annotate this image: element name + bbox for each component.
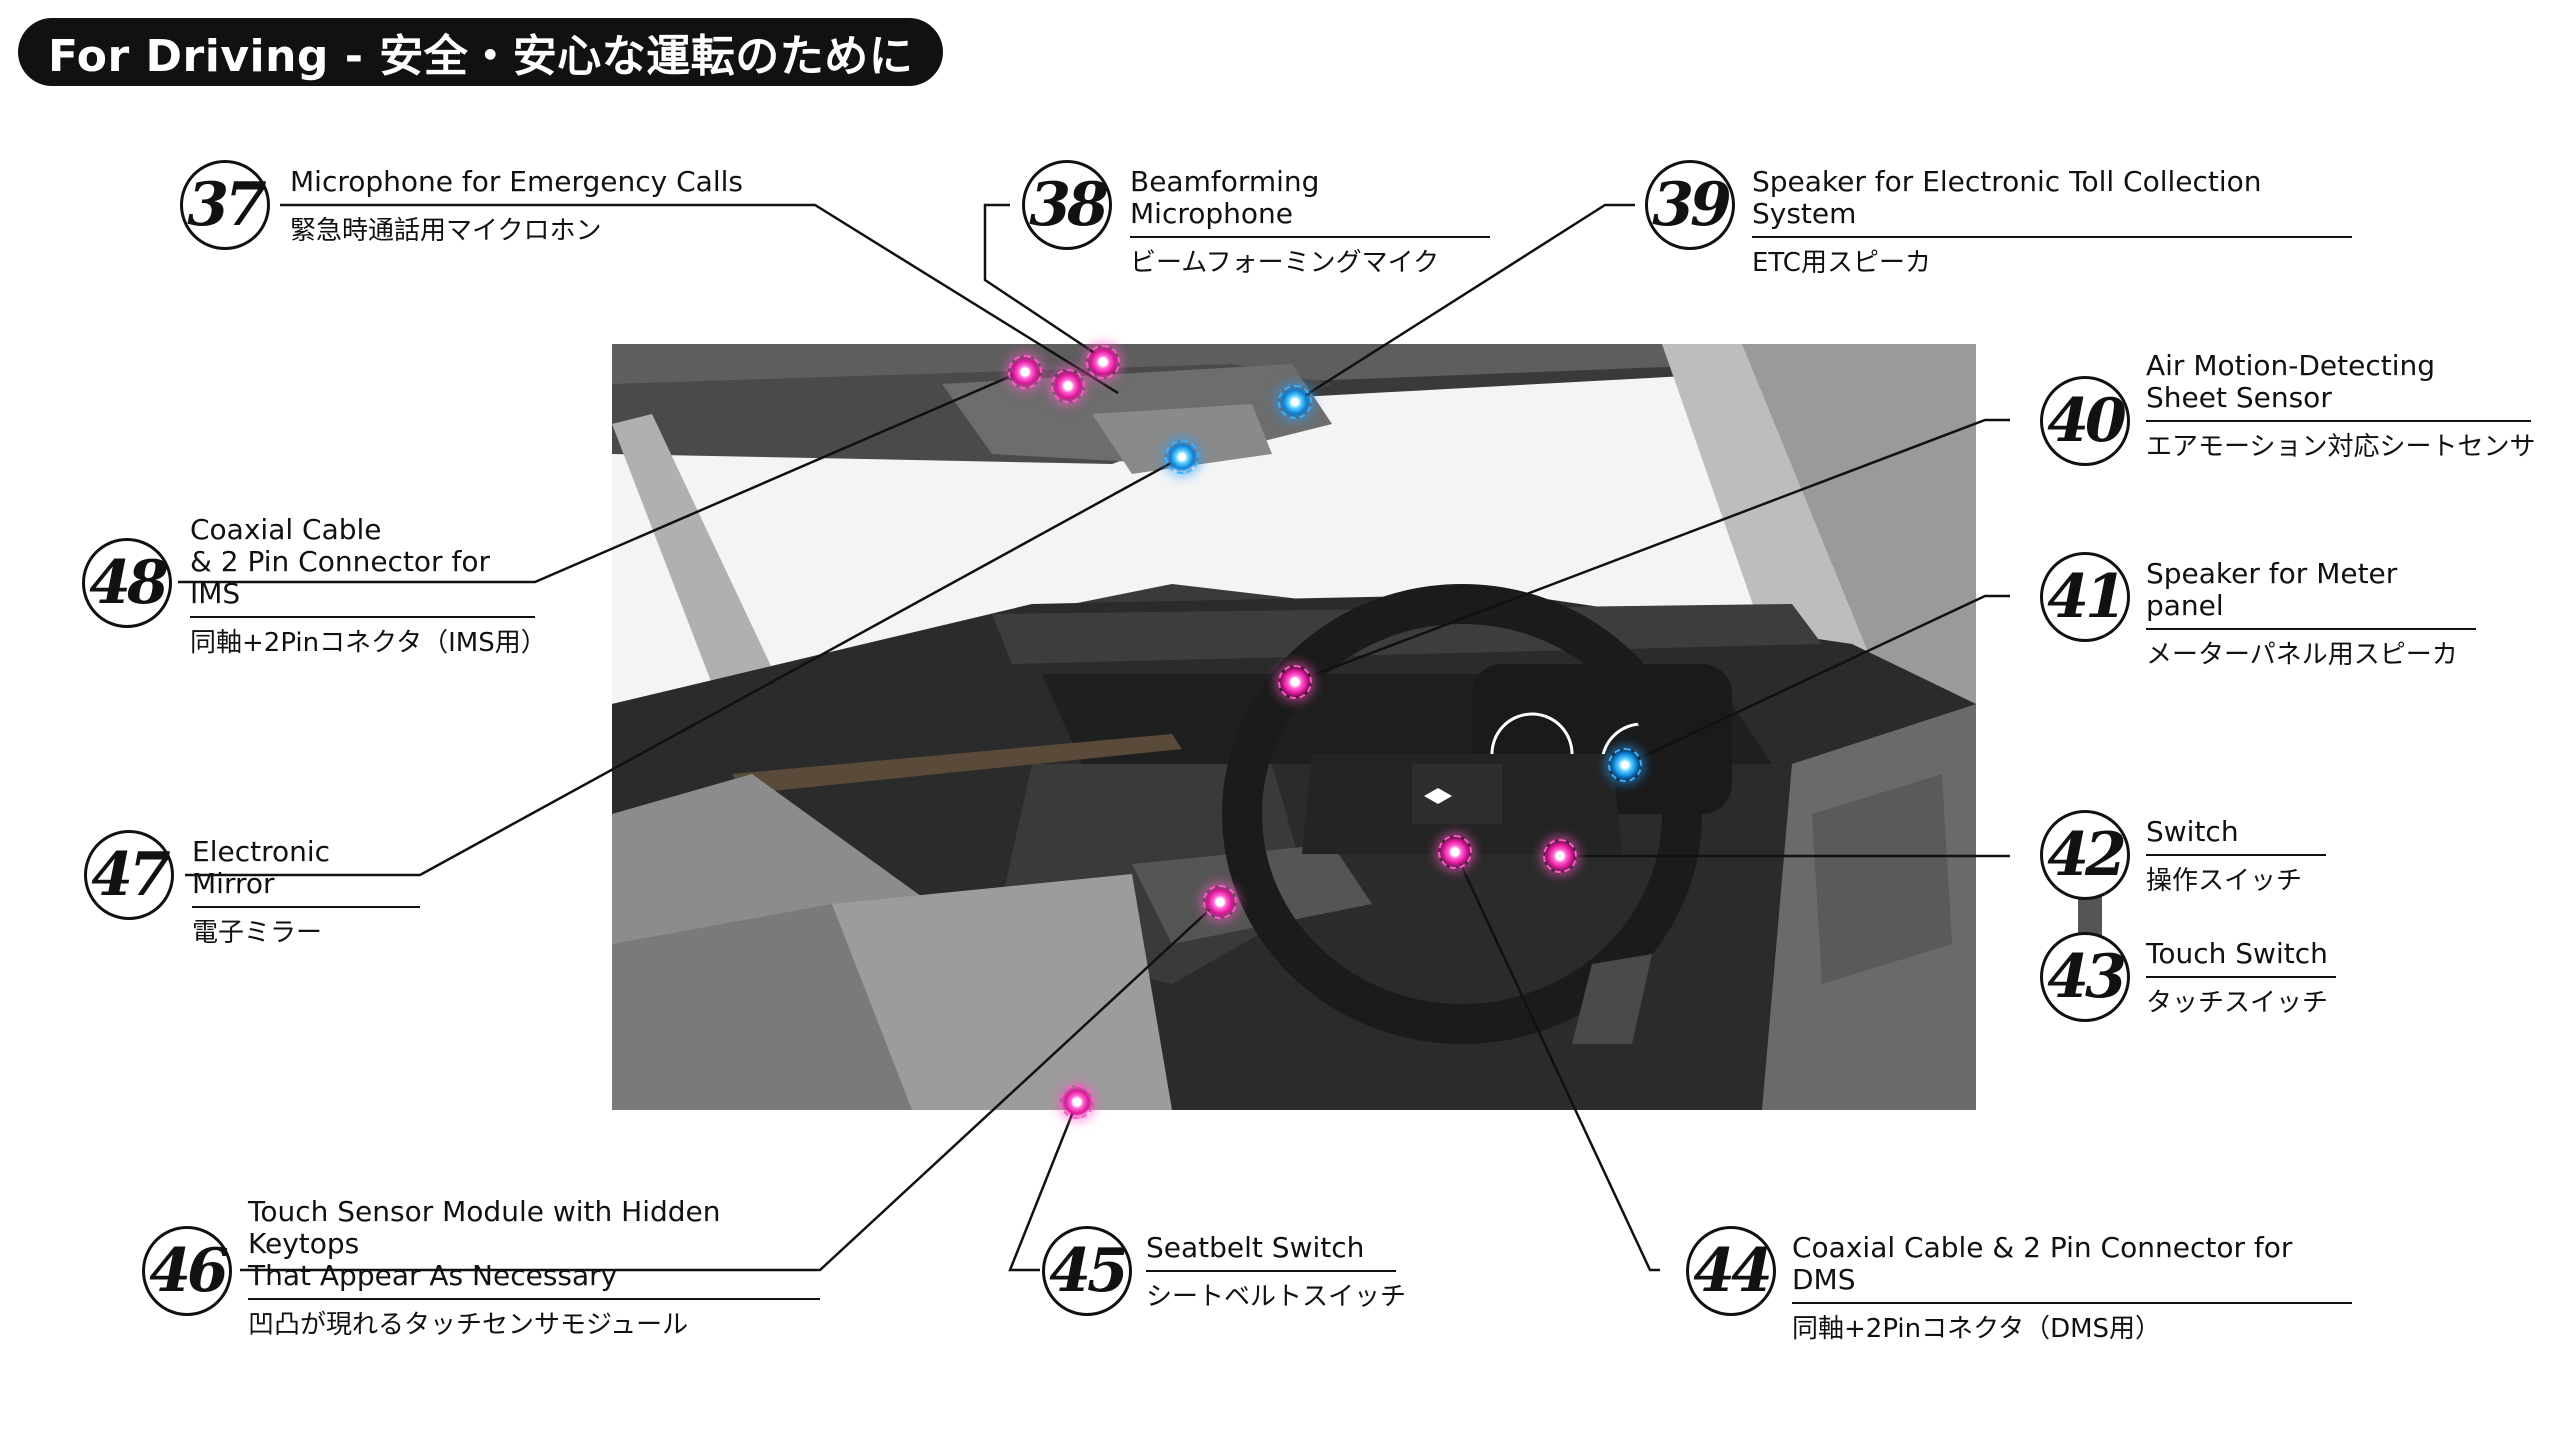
callout-44-en: Coaxial Cable & 2 Pin Connector for DMS	[1792, 1232, 2352, 1304]
callout-48-label: Coaxial Cable & 2 Pin Connector for IMS …	[190, 514, 547, 658]
callout-42-label: Switch 操作スイッチ	[2146, 816, 2326, 896]
hotspot-46	[1203, 885, 1237, 919]
callout-38-en: Beamforming Microphone	[1130, 166, 1490, 238]
callout-45-label: Seatbelt Switch シートベルトスイッチ	[1146, 1232, 1407, 1312]
callout-38-number: 38	[1022, 160, 1112, 250]
callout-45-en: Seatbelt Switch	[1146, 1232, 1396, 1272]
callout-44-number: 44	[1686, 1226, 1776, 1316]
hotspot-37b	[1051, 369, 1085, 403]
hotspot-47	[1165, 440, 1199, 474]
callout-43-number: 43	[2040, 932, 2130, 1022]
hotspot-41	[1608, 748, 1642, 782]
callout-42-ja: 操作スイッチ	[2146, 866, 2303, 896]
hotspot-44	[1438, 835, 1472, 869]
callout-46-number: 46	[142, 1226, 232, 1316]
callout-46-label: Touch Sensor Module with Hidden Keytops …	[248, 1196, 820, 1340]
callout-46-ja: 凹凸が現れるタッチセンサモジュール	[248, 1310, 689, 1340]
callout-40-label: Air Motion-Detecting Sheet Sensor エアモーショ…	[2146, 350, 2536, 462]
hotspot-42	[1543, 839, 1577, 873]
car-interior-illustration	[612, 344, 1976, 1110]
callout-41-ja: メーターパネル用スピーカ	[2146, 640, 2458, 670]
callout-40-en: Air Motion-Detecting Sheet Sensor	[2146, 350, 2531, 422]
callout-38-label: Beamforming Microphone ビームフォーミングマイク	[1130, 166, 1490, 278]
callout-39-number: 39	[1645, 160, 1735, 250]
callout-47-ja: 電子ミラー	[192, 918, 323, 948]
callout-42-number: 42	[2040, 810, 2130, 900]
callout-48-en: Coaxial Cable & 2 Pin Connector for IMS	[190, 514, 535, 618]
hotspot-40	[1278, 665, 1312, 699]
callout-42-en: Switch	[2146, 816, 2326, 856]
callout-48-ja: 同軸+2Pinコネクタ（IMS用）	[190, 628, 547, 658]
callout-37-en: Microphone for Emergency Calls	[290, 166, 815, 206]
callout-45-ja: シートベルトスイッチ	[1146, 1282, 1407, 1312]
callout-38-ja: ビームフォーミングマイク	[1130, 248, 1440, 278]
callout-41-en: Speaker for Meter panel	[2146, 558, 2476, 630]
callout-44-label: Coaxial Cable & 2 Pin Connector for DMS …	[1792, 1232, 2352, 1344]
callout-48-number: 48	[82, 538, 172, 628]
callout-43-en: Touch Switch	[2146, 938, 2336, 978]
callout-37-ja: 緊急時通話用マイクロホン	[290, 216, 602, 246]
hotspot-39	[1278, 385, 1312, 419]
callout-37-label: Microphone for Emergency Calls 緊急時通話用マイク…	[290, 166, 815, 246]
page-title: For Driving - 安全・安心な運転のために	[18, 18, 944, 86]
callout-43-label: Touch Switch タッチスイッチ	[2146, 938, 2336, 1018]
callout-37-number: 37	[180, 160, 270, 250]
callout-46-en: Touch Sensor Module with Hidden Keytops …	[248, 1196, 820, 1300]
callout-39-label: Speaker for Electronic Toll Collection S…	[1752, 166, 2352, 278]
callout-39-en: Speaker for Electronic Toll Collection S…	[1752, 166, 2352, 238]
hotspot-38	[1086, 345, 1120, 379]
callout-45-number: 45	[1042, 1226, 1132, 1316]
callout-47-en: Electronic Mirror	[192, 836, 420, 908]
callout-47-number: 47	[84, 830, 174, 920]
hotspot-45	[1060, 1085, 1094, 1119]
callout-40-number: 40	[2040, 376, 2130, 466]
callout-44-ja: 同軸+2Pinコネクタ（DMS用）	[1792, 1314, 2162, 1344]
callout-41-label: Speaker for Meter panel メーターパネル用スピーカ	[2146, 558, 2476, 670]
callout-43-ja: タッチスイッチ	[2146, 988, 2329, 1018]
callout-41-number: 41	[2040, 552, 2130, 642]
callout-39-ja: ETC用スピーカ	[1752, 248, 1931, 278]
hotspot-37	[1008, 355, 1042, 389]
callout-40-ja: エアモーション対応シートセンサ	[2146, 432, 2536, 462]
callout-47-label: Electronic Mirror 電子ミラー	[192, 836, 420, 948]
